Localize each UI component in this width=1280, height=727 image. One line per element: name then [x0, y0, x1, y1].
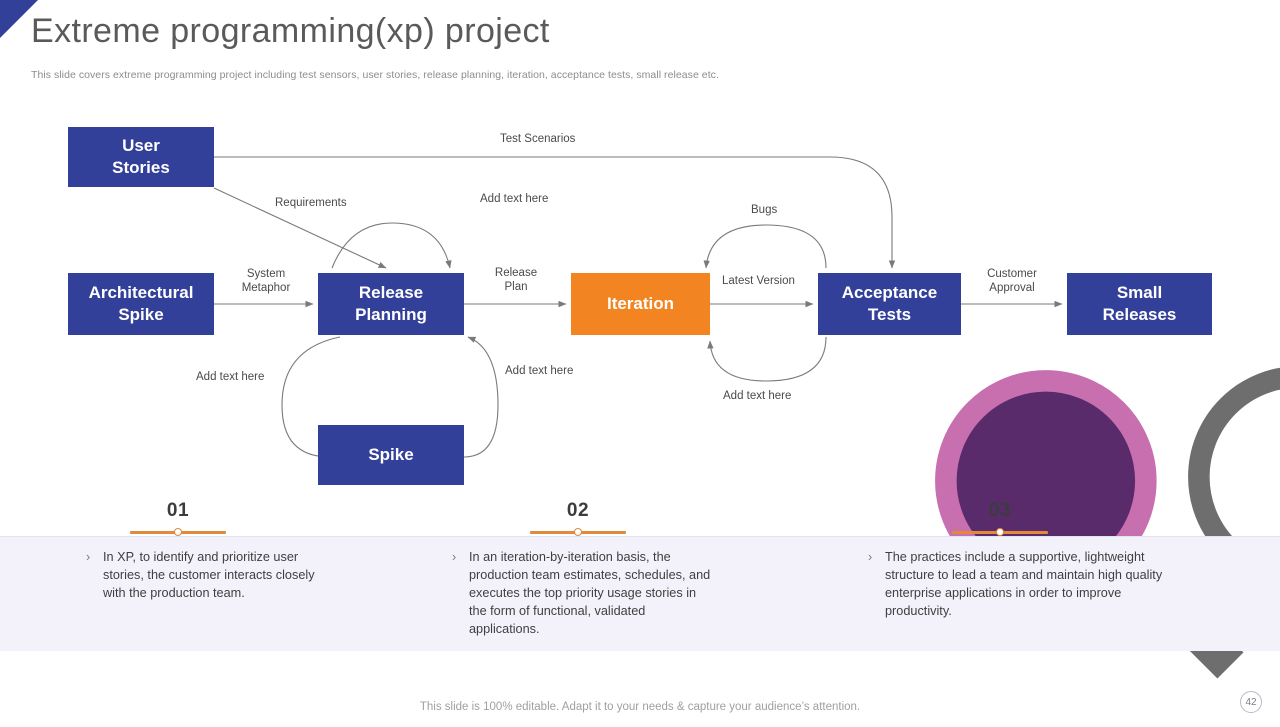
- bullet-text-1: In XP, to identify and prioritize user s…: [103, 550, 315, 601]
- list-item: › The practices include a supportive, li…: [868, 548, 1188, 620]
- edge-label-requirements: Requirements: [275, 197, 347, 209]
- magnifier-cursor-icon-2: [1188, 367, 1280, 586]
- rule-knob: [996, 528, 1004, 536]
- step-number-02-label: 02: [566, 500, 590, 521]
- edge-label-bugs: Bugs: [751, 204, 778, 216]
- page-number-text: 42: [1240, 691, 1262, 713]
- step-number-02: 02: [498, 500, 658, 536]
- node-iteration-label: Iteration: [606, 293, 675, 313]
- node-spike-label: Spike: [368, 444, 414, 464]
- node-release-planning-line1: Release: [358, 282, 424, 302]
- step-number-01-label: 01: [166, 500, 190, 521]
- description-band: [0, 536, 1280, 651]
- node-small-releases-line1: Small: [1116, 282, 1163, 302]
- step-number-01: 01: [98, 500, 258, 536]
- step-number-01-rule: [98, 528, 258, 536]
- node-acceptance-line2: Tests: [867, 305, 912, 324]
- node-release-planning-line2: Planning: [355, 305, 427, 324]
- node-small-releases[interactable]: Small Releases: [1067, 273, 1212, 335]
- node-acceptance-line1: Acceptance: [841, 282, 938, 302]
- node-spike[interactable]: Spike: [318, 425, 464, 485]
- edge-label-add-text-mid: Add text here: [505, 365, 574, 377]
- node-user-stories-line1: User: [122, 135, 160, 155]
- edge-label-system-metaphor: System Metaphor: [241, 268, 291, 295]
- edge-label-release-plan: Release Plan: [494, 267, 538, 294]
- step-number-02-rule: [498, 528, 658, 536]
- edge-label-add-text-top: Add text here: [480, 193, 549, 205]
- page-number-badge: 42: [1238, 690, 1266, 714]
- node-architectural-line1: Architectural: [88, 282, 194, 302]
- node-user-stories[interactable]: User Stories: [68, 127, 214, 187]
- bullet-column-1: › In XP, to identify and prioritize user…: [86, 548, 316, 602]
- edge-label-add-text-left: Add text here: [196, 371, 265, 383]
- edge-label-test-scenarios: Test Scenarios: [500, 133, 576, 145]
- node-architectural-spike[interactable]: Architectural Spike: [68, 273, 214, 335]
- node-small-releases-line2: Releases: [1102, 305, 1177, 324]
- bullet-text-3: The practices include a supportive, ligh…: [885, 550, 1163, 619]
- step-number-03: 03: [920, 500, 1080, 536]
- node-acceptance-tests[interactable]: Acceptance Tests: [818, 273, 961, 335]
- edge-label-customer-approval: Customer Approval: [987, 268, 1037, 295]
- corner-triangle-decoration: [0, 0, 38, 38]
- footer-note: This slide is 100% editable. Adapt it to…: [419, 701, 861, 713]
- page-subtitle: This slide covers extreme programming pr…: [31, 69, 719, 81]
- bullet-column-2: › In an iteration-by-iteration basis, th…: [452, 548, 717, 638]
- node-user-stories-line2: Stories: [112, 158, 170, 177]
- rule-knob: [174, 528, 182, 536]
- node-architectural-line2: Spike: [118, 305, 164, 324]
- list-item: › In an iteration-by-iteration basis, th…: [452, 548, 717, 638]
- chevron-right-icon: ›: [452, 550, 457, 564]
- edge-label-latest-version: Latest Version: [722, 275, 795, 287]
- chevron-right-icon: ›: [86, 550, 91, 564]
- rule-knob: [574, 528, 582, 536]
- xp-process-diagram: User Stories Architectural Spike Release…: [0, 105, 1280, 679]
- list-item: › In XP, to identify and prioritize user…: [86, 548, 316, 602]
- page-title: Extreme programming(xp) project: [31, 12, 550, 50]
- node-iteration[interactable]: Iteration: [571, 273, 710, 335]
- step-numbers-row: 01 02 03: [0, 500, 1280, 536]
- edge-label-add-text-right: Add text here: [723, 390, 792, 402]
- bullet-column-3: › The practices include a supportive, li…: [868, 548, 1188, 620]
- step-number-03-rule: [920, 528, 1080, 536]
- diagram-connectors: [213, 156, 1063, 461]
- step-number-03-label: 03: [988, 500, 1012, 521]
- node-release-planning[interactable]: Release Planning: [318, 273, 464, 335]
- bullet-text-2: In an iteration-by-iteration basis, the …: [469, 550, 711, 637]
- chevron-right-icon: ›: [868, 550, 873, 564]
